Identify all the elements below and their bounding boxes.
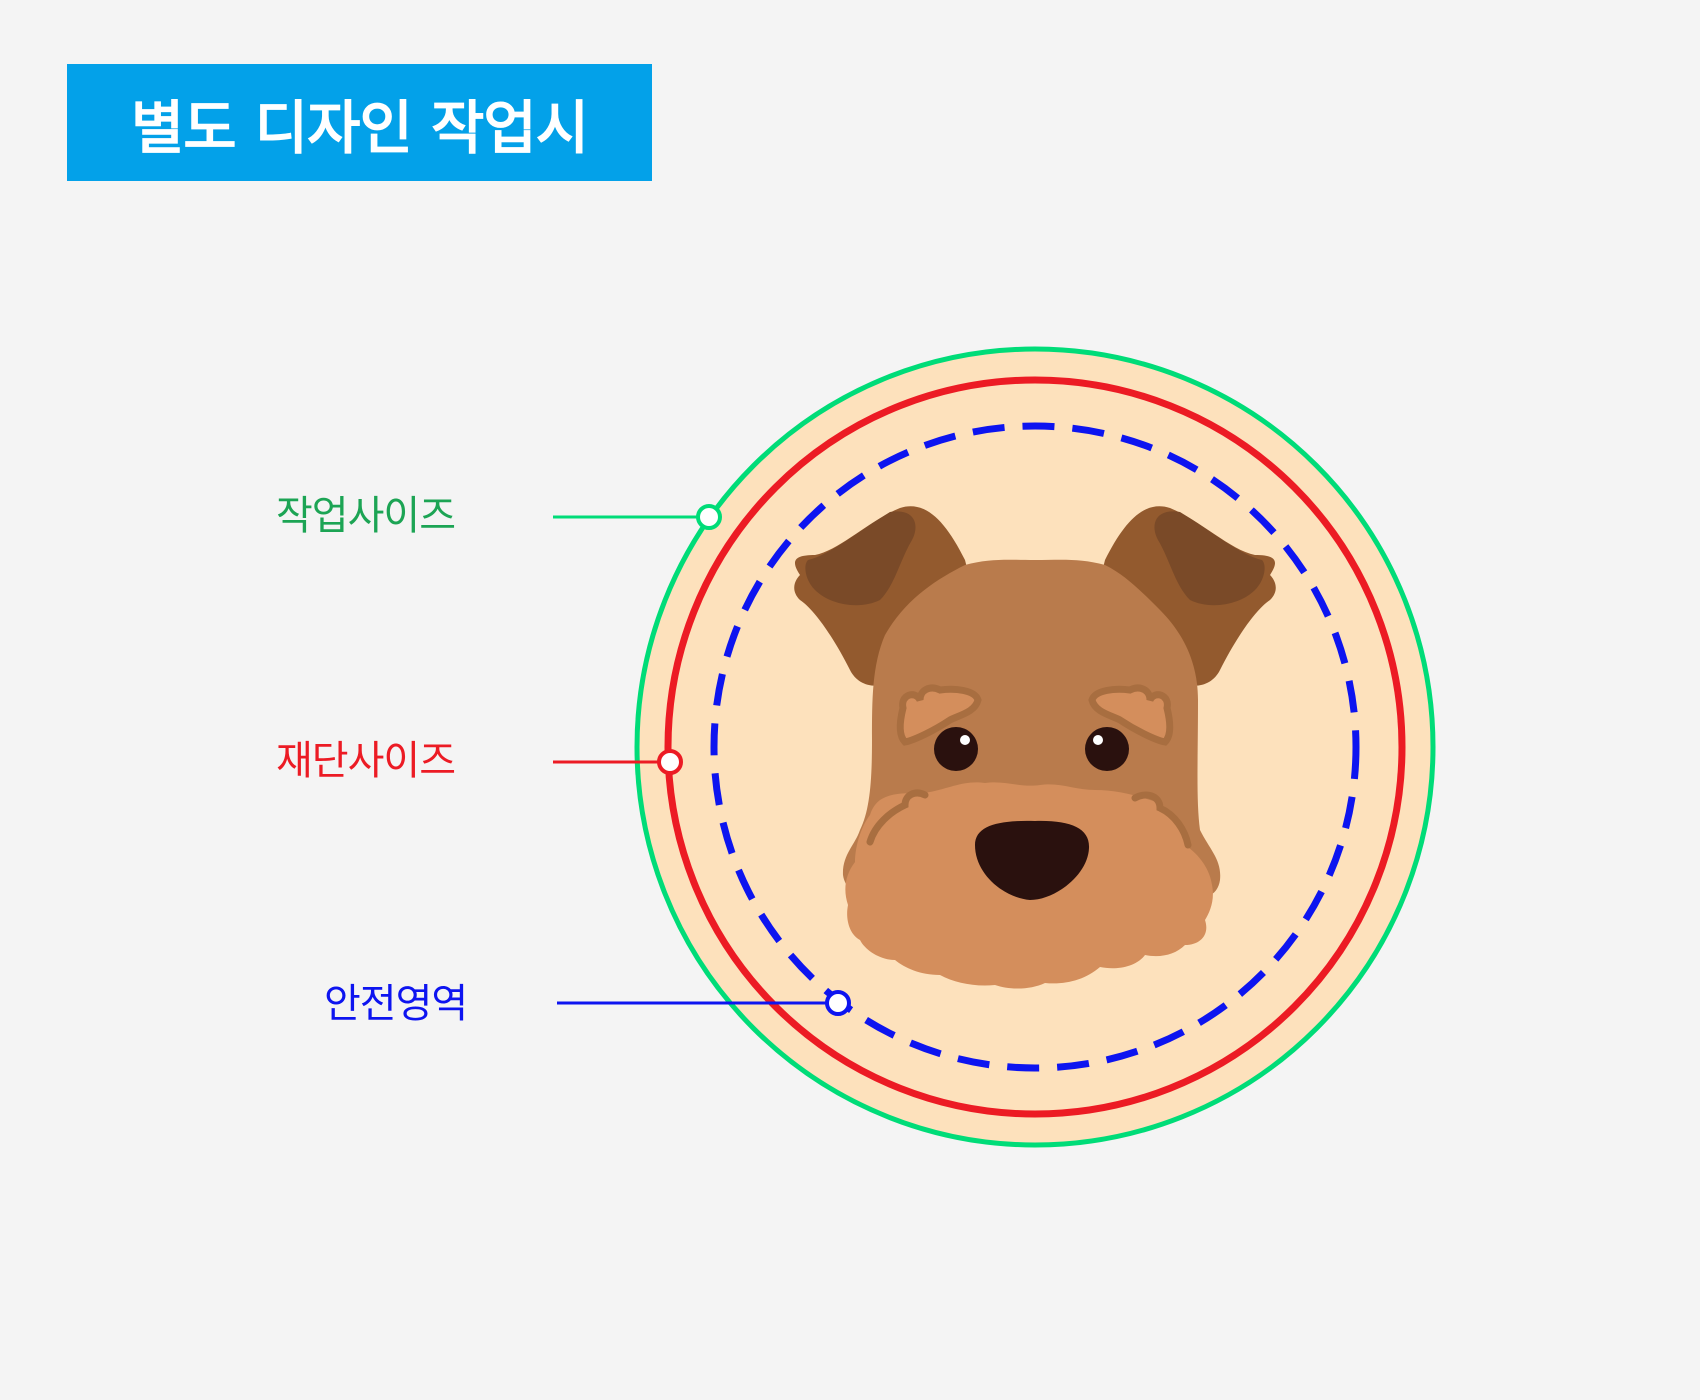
- left-ear-inner: [805, 511, 916, 606]
- right-cheek-tuft: [1131, 791, 1192, 849]
- page-title: 별도 디자인 작업시: [130, 93, 589, 162]
- cut-size-ring: [664, 376, 1406, 1118]
- dog-nose: [975, 820, 1090, 900]
- right-ear-inner: [1154, 511, 1265, 606]
- legend-label-cut-size: 재단사이즈: [276, 738, 456, 784]
- safe-area-ring: [710, 422, 1360, 1072]
- left-cheek-tuft: [866, 789, 929, 846]
- cut-size-marker: [657, 749, 683, 775]
- dog-illustration: [794, 506, 1276, 989]
- left-eye: [934, 727, 978, 771]
- page-title-banner: 별도 디자인 작업시: [67, 64, 652, 181]
- legend-label-work-size: 작업사이즈: [276, 493, 456, 539]
- legend-label-safe-area: 안전영역: [324, 981, 468, 1027]
- right-eye-highlight: [1093, 735, 1103, 745]
- left-eyebrow-tuft: [896, 684, 982, 746]
- right-eyebrow-tuft: [1088, 684, 1174, 746]
- work-size-marker: [696, 504, 722, 530]
- left-eye-highlight: [960, 735, 970, 745]
- right-eye: [1085, 727, 1129, 771]
- work-size-ring: [634, 346, 1436, 1148]
- safe-area-marker: [825, 990, 851, 1016]
